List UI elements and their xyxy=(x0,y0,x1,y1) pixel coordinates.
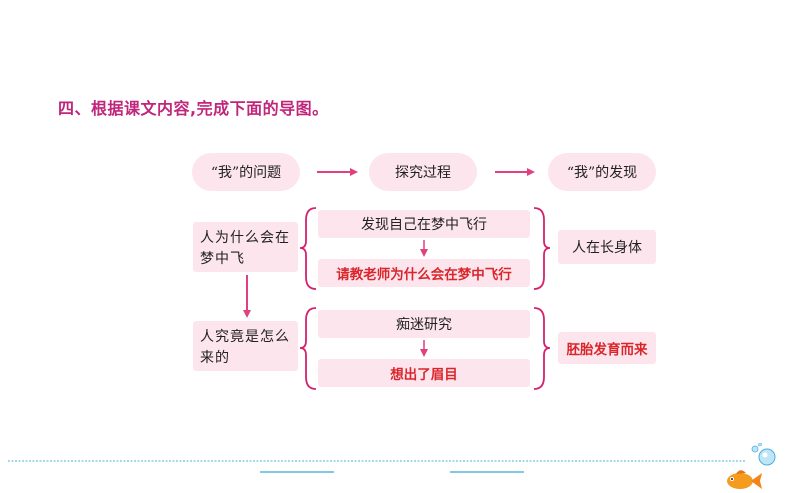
brace-icon xyxy=(534,308,550,389)
brace-icon xyxy=(300,208,316,289)
fish-icon xyxy=(722,443,792,493)
brace-icon xyxy=(534,208,550,289)
brace-icon xyxy=(300,308,316,389)
